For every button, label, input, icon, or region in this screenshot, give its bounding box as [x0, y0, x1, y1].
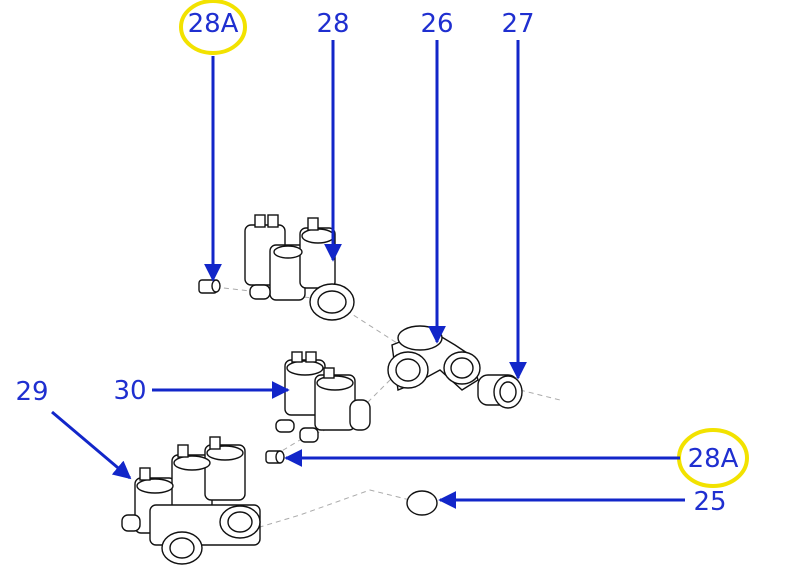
- valve-28: [244, 214, 355, 321]
- cap-25: [406, 490, 438, 516]
- connector-28a-bottom: [265, 450, 285, 464]
- label-26: 26: [420, 9, 453, 39]
- valve-30: [275, 351, 371, 443]
- label-30: 30: [113, 376, 146, 406]
- arrow-29: [51, 410, 132, 480]
- tee-fitting-26: [387, 325, 481, 391]
- valve-29: [121, 436, 261, 565]
- leader-arrows: [51, 40, 685, 509]
- label-28a-top: 28A: [188, 9, 239, 39]
- label-25: 25: [693, 487, 726, 517]
- label-28: 28: [316, 9, 349, 39]
- label-27: 27: [501, 9, 534, 39]
- label-29: 29: [15, 377, 48, 407]
- label-28a-right: 28A: [688, 444, 739, 474]
- fitting-27: [477, 374, 523, 409]
- connector-28a-top: [198, 279, 221, 294]
- highlight-circle-28a-top: [179, 0, 247, 55]
